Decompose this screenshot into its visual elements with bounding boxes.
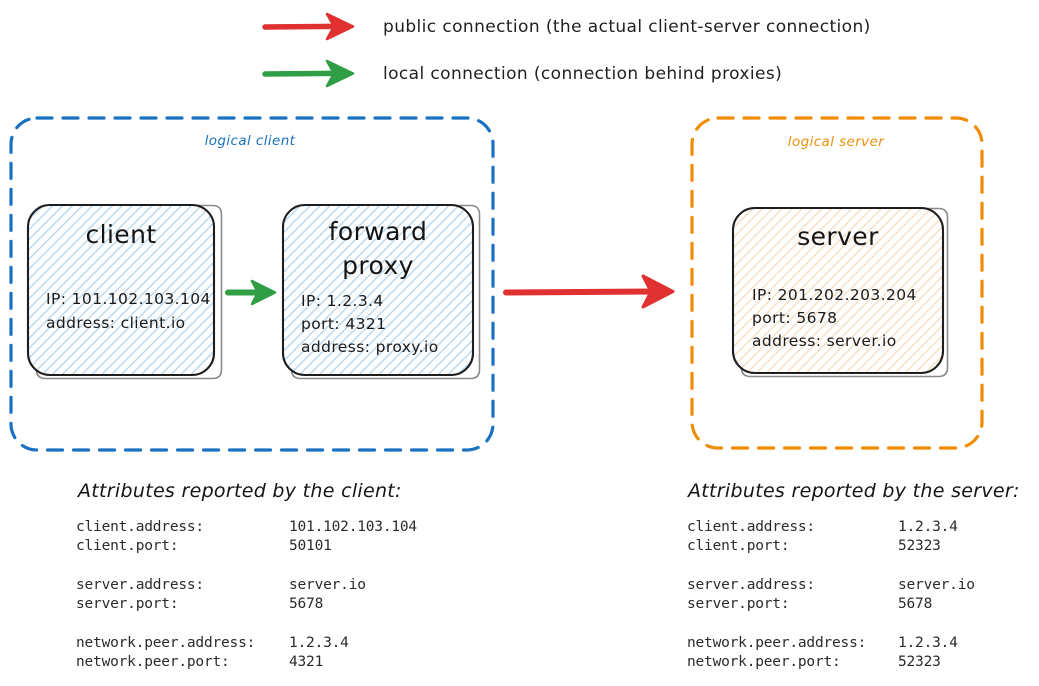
client-box-line-ip: IP: 101.102.103.104: [46, 290, 211, 308]
server-box-line-address: address: server.io: [752, 332, 897, 350]
attr-value: 1.2.3.4: [898, 635, 958, 651]
logical-client-boundary: [9, 116, 495, 452]
node-client[interactable]: client IP: 101.102.103.104 address: clie…: [26, 203, 223, 380]
attr-value: 52323: [898, 538, 941, 554]
legend: public connection (the actual client-ser…: [262, 12, 871, 88]
legend-label-local: local connection (connection behind prox…: [383, 64, 782, 84]
attr-value: 5678: [289, 596, 323, 612]
proxy-box-line-address: address: proxy.io: [301, 338, 439, 356]
server-box-line-port: port: 5678: [752, 309, 837, 327]
attr-key: client.address:: [76, 519, 204, 535]
proxy-box-line-ip: IP: 1.2.3.4: [301, 292, 384, 310]
attr-value: server.io: [898, 577, 975, 593]
table-row: server.address: server.io: [76, 577, 366, 593]
table-row: network.peer.port: 52323: [687, 654, 941, 670]
server-box-title: server: [797, 222, 879, 251]
table-row: server.address: server.io: [687, 577, 975, 593]
attr-value: server.io: [289, 577, 366, 593]
logical-client-group: logical client client IP: 101.102.103.10…: [9, 116, 495, 452]
client-attributes-heading: Attributes reported by the client:: [76, 480, 402, 502]
logical-server-label: logical server: [788, 134, 885, 150]
attr-key: server.port:: [76, 596, 178, 612]
table-row: client.address: 1.2.3.4: [687, 519, 958, 535]
proxy-box-title-line1: forward: [329, 217, 428, 246]
legend-item-public: public connection (the actual client-ser…: [262, 12, 871, 41]
forward-proxy-box: [281, 203, 475, 377]
server-attributes-table: Attributes reported by the server: clien…: [686, 480, 1020, 670]
proxy-box-line-port: port: 4321: [301, 315, 386, 333]
node-server[interactable]: server IP: 201.202.203.204 port: 5678 ad…: [731, 206, 949, 378]
public-connection-arrow-icon: [262, 12, 355, 41]
attr-key: client.port:: [687, 538, 789, 554]
logical-client-label: logical client: [205, 133, 296, 149]
attr-key: client.address:: [687, 519, 815, 535]
attr-value: 5678: [898, 596, 932, 612]
attr-key: server.port:: [687, 596, 789, 612]
logical-server-group: logical server server IP: 201.202.203.20…: [690, 116, 984, 450]
table-row: client.port: 52323: [687, 538, 941, 554]
table-row: network.peer.address: 1.2.3.4: [687, 635, 958, 651]
server-attributes-heading: Attributes reported by the server:: [686, 480, 1020, 502]
client-box-title: client: [85, 220, 156, 249]
table-row: server.port: 5678: [76, 596, 323, 612]
attr-key: network.peer.port:: [76, 654, 230, 670]
attr-key: client.port:: [76, 538, 178, 554]
attr-value: 1.2.3.4: [289, 635, 349, 651]
table-row: network.peer.port: 4321: [76, 654, 323, 670]
attr-key: network.peer.address:: [687, 635, 866, 651]
attr-key: server.address:: [76, 577, 204, 593]
logical-server-boundary: [690, 116, 984, 450]
table-row: client.address: 101.102.103.104: [76, 519, 418, 535]
attr-key: server.address:: [687, 577, 815, 593]
client-box-line-address: address: client.io: [46, 314, 186, 332]
client-attributes-table: Attributes reported by the client: clien…: [76, 480, 418, 670]
attr-value: 4321: [289, 654, 323, 670]
node-forward-proxy[interactable]: forward proxy IP: 1.2.3.4 port: 4321 add…: [281, 203, 481, 380]
legend-label-public: public connection (the actual client-ser…: [383, 17, 871, 37]
table-row: server.port: 5678: [687, 596, 932, 612]
attr-key: network.peer.port:: [687, 654, 841, 670]
table-row: client.port: 50101: [76, 538, 332, 554]
local-connection-arrow-icon: [262, 59, 355, 88]
arrow-proxy-to-server: [503, 274, 675, 309]
server-box-line-ip: IP: 201.202.203.204: [752, 286, 917, 304]
legend-item-local: local connection (connection behind prox…: [262, 59, 782, 88]
arrow-client-to-proxy: [225, 279, 277, 306]
attr-value: 101.102.103.104: [289, 519, 417, 535]
server-box: [731, 206, 945, 375]
attr-value: 52323: [898, 654, 941, 670]
attr-value: 50101: [289, 538, 332, 554]
attr-value: 1.2.3.4: [898, 519, 958, 535]
client-box: [26, 203, 216, 377]
table-row: network.peer.address: 1.2.3.4: [76, 635, 349, 651]
proxy-box-title-line2: proxy: [342, 251, 414, 280]
attr-key: network.peer.address:: [76, 635, 255, 651]
